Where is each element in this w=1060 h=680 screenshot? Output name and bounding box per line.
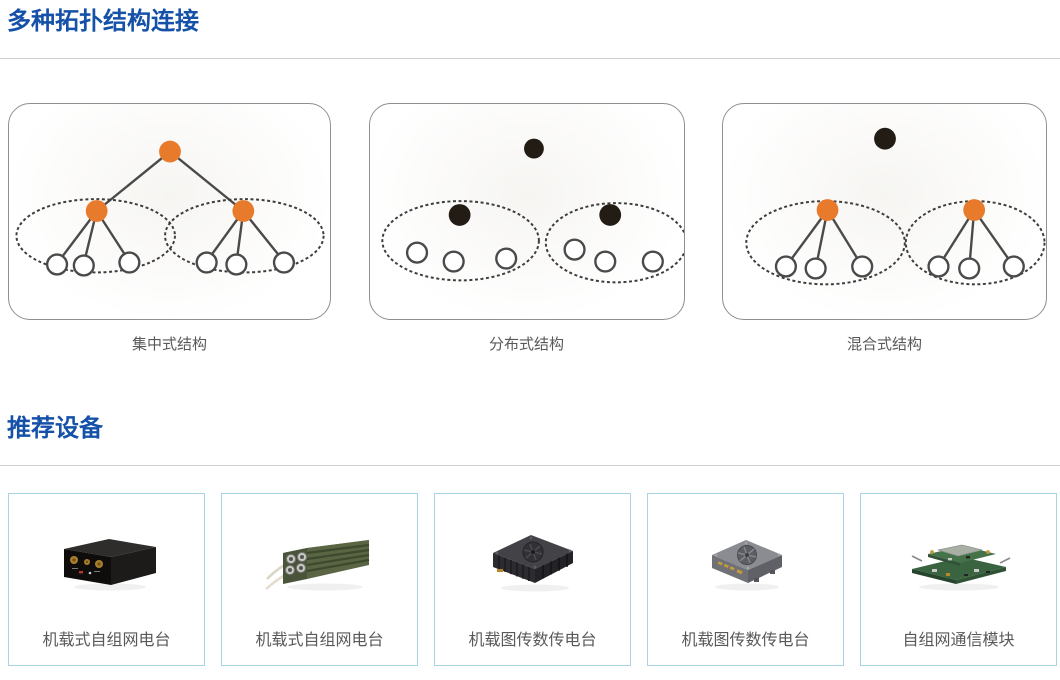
product-card-datalink-radio-1[interactable]: 机载图传数传电台	[434, 493, 631, 666]
product-card-airborne-mesh-radio-2[interactable]: 机载式自组网电台	[221, 493, 418, 666]
topology-panel-centralized	[8, 103, 331, 320]
product-image-wrap	[222, 494, 417, 626]
product-name: 机载式自组网电台	[42, 632, 171, 649]
topology-item-distributed: 分布式结构	[368, 103, 685, 354]
topology-caption: 混合式结构	[846, 336, 922, 353]
topology-item-centralized: 集中式结构	[8, 103, 331, 354]
product-image-wrap	[9, 494, 204, 626]
topology-panel-distributed	[368, 103, 685, 320]
topology-item-hybrid: 混合式结构	[722, 103, 1047, 354]
section-divider	[0, 58, 1060, 59]
product-image-gray-fan-datalink-icon	[711, 540, 782, 591]
topology-caption: 集中式结构	[131, 336, 207, 353]
topology-panel-hybrid	[722, 103, 1047, 320]
product-card-datalink-radio-2[interactable]: 机载图传数传电台	[647, 493, 844, 666]
product-image-wrap	[435, 494, 630, 626]
product-image-black-box-radio-icon	[63, 539, 156, 591]
product-image-green-finned-radio-icon	[264, 540, 369, 591]
product-card-airborne-mesh-radio-1[interactable]: 机载式自组网电台	[8, 493, 205, 666]
product-cards-row: 机载式自组网电台	[0, 493, 1060, 666]
product-image-dark-finned-datalink-icon	[492, 535, 573, 592]
product-image-pcb-module-icon	[911, 544, 1010, 591]
topology-row: 集中式结构 分布式结构	[0, 103, 1060, 354]
product-image-wrap	[861, 494, 1056, 626]
product-name: 机载图传数传电台	[468, 632, 597, 649]
product-name: 机载图传数传电台	[681, 632, 810, 649]
topology-diagram-hybrid	[745, 127, 1046, 286]
product-card-mesh-module[interactable]: 自组网通信模块	[860, 493, 1057, 666]
product-name: 机载式自组网电台	[255, 632, 384, 649]
topology-diagram-distributed	[380, 138, 684, 284]
product-image-wrap	[648, 494, 843, 626]
topology-section-title: 多种拓扑结构连接	[7, 8, 199, 35]
devices-section-title: 推荐设备	[7, 415, 103, 442]
section-divider	[0, 465, 1060, 466]
topology-caption: 分布式结构	[488, 336, 564, 353]
page: 多种拓扑结构连接	[0, 7, 1060, 666]
topology-diagram-centralized	[15, 140, 325, 277]
product-name: 自组网通信模块	[902, 632, 1015, 649]
